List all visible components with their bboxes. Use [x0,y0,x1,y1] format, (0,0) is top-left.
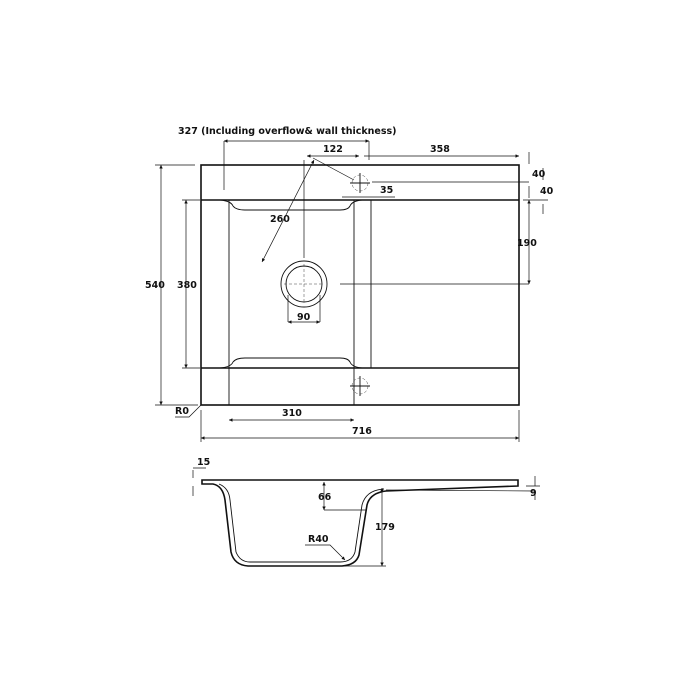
dim-90: 90 [297,312,311,323]
dim-r0: R0 [175,406,189,417]
dim-190: 190 [517,238,537,249]
dim-35: 35 [380,185,393,196]
dim-540: 540 [145,280,165,291]
dim-327: 327 (Including overflow& wall thickness) [178,126,397,137]
overflow-icon [350,173,370,396]
dim-66: 66 [318,492,332,503]
top-view: 327 (Including overflow& wall thickness)… [145,126,554,442]
dim-358: 358 [430,144,450,155]
side-view: 66 179 R40 15 9 [192,457,540,567]
dim-179: 179 [375,522,395,533]
dim-380: 380 [177,280,197,291]
dim-310: 310 [282,408,302,419]
dim-40-top: 40 [532,169,546,180]
dim-r40: R40 [308,534,329,545]
dim-9: 9 [530,488,537,499]
dim-122: 122 [323,144,343,155]
dim-260: 260 [270,214,290,225]
sink-profile [201,479,519,567]
bowl-walls [228,200,372,405]
sink-inner-profile [218,483,385,563]
dim-40-bottom: 40 [540,186,554,197]
bowl-bottom-curve [219,357,363,369]
dim-716: 716 [352,426,372,437]
sink-outline [200,164,520,406]
dim-15: 15 [197,457,210,468]
waste-centerline [284,264,324,304]
